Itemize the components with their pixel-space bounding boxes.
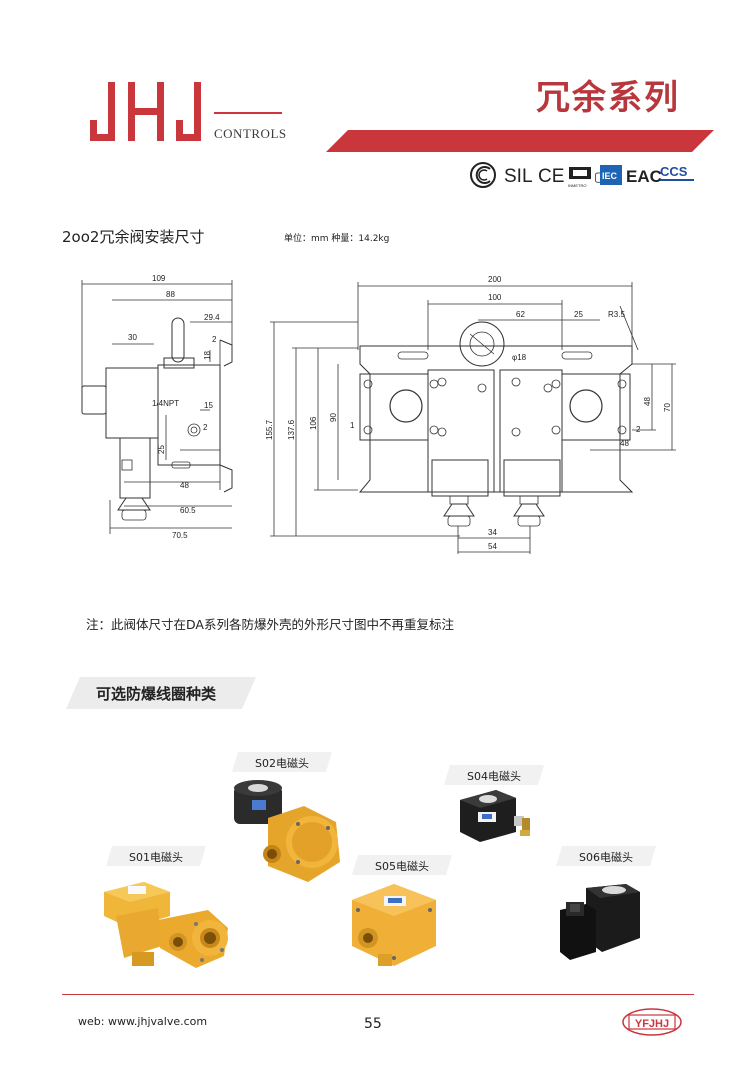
label-s06: S06电磁头 (556, 846, 656, 866)
svg-text:62: 62 (516, 310, 525, 319)
brand-subtitle: CONTROLS (214, 126, 287, 141)
svg-text:IEC: IEC (602, 171, 618, 181)
ce-mark: CE (538, 166, 564, 187)
svg-text:48: 48 (180, 481, 189, 490)
header-red-band (326, 130, 714, 152)
inmetro-mark-icon: INMETRO (568, 167, 591, 188)
s05-coil-image (352, 884, 436, 966)
coil-types-title: 可选防爆线圈种类 (96, 685, 217, 703)
yfjhj-mark: YFJHJ (622, 1008, 682, 1036)
svg-text:137.6: 137.6 (287, 419, 296, 440)
svg-text:18: 18 (203, 351, 212, 360)
s04-coil-image (460, 790, 530, 842)
svg-text:1/4NPT: 1/4NPT (152, 399, 179, 408)
svg-text:1: 1 (350, 421, 355, 430)
footer-divider (62, 994, 694, 995)
svg-text:34: 34 (488, 528, 497, 537)
svg-text:60.5: 60.5 (180, 506, 196, 515)
svg-text:70.5: 70.5 (172, 531, 188, 540)
s02-coil-image (234, 780, 340, 882)
series-title: 冗余系列 (536, 78, 680, 118)
s06-coil-image (560, 884, 640, 960)
s01-coil-image (104, 882, 228, 968)
svg-text:φ18: φ18 (512, 353, 527, 362)
website-text[interactable]: web: www.jhjvalve.com (78, 1015, 208, 1028)
page-number: 55 (364, 1016, 382, 1032)
label-s05: S05电磁头 (352, 855, 452, 875)
svg-text:200: 200 (488, 275, 502, 284)
svg-text:YFJHJ: YFJHJ (635, 1018, 669, 1030)
svg-text:2: 2 (636, 425, 641, 434)
svg-text:R3.5: R3.5 (608, 310, 625, 319)
svg-text:106: 106 (309, 416, 318, 430)
svg-text:48: 48 (620, 439, 629, 448)
section-banner (66, 677, 256, 709)
svg-text:88: 88 (166, 290, 175, 299)
label-s01: S01电磁头 (106, 846, 206, 866)
svg-text:25: 25 (574, 310, 583, 319)
svg-text:15: 15 (204, 401, 213, 410)
ccs-mark: CCS (660, 164, 688, 179)
iec-mark (600, 165, 622, 185)
svg-text:48: 48 (643, 397, 652, 406)
svg-text:2: 2 (203, 423, 208, 432)
label-s04: S04电磁头 (444, 765, 544, 785)
ccc-mark-icon (470, 162, 496, 188)
units-weight: 单位：mm 种量：14.2kg (284, 234, 390, 244)
svg-text:29.4: 29.4 (204, 313, 220, 322)
installation-dimension-drawing: 109 88 29.4 30 2 18 1/4NPT 15 2 25 48 60… (81, 274, 676, 554)
label-s02: S02电磁头 (232, 752, 332, 772)
svg-text:109: 109 (152, 274, 166, 283)
certification-logos: SIL CE INMETRO ▢ IEC EAC CCS (470, 162, 694, 188)
svg-text:25: 25 (157, 445, 166, 454)
svg-text:INMETRO: INMETRO (568, 183, 586, 188)
front-view (270, 282, 676, 554)
svg-text:100: 100 (488, 293, 502, 302)
note-text: 注：此阀体尺寸在DA系列各防爆外壳的外形尺寸图中不再重复标注 (86, 617, 454, 632)
svg-text:155.7: 155.7 (265, 419, 274, 440)
svg-text:90: 90 (329, 413, 338, 422)
svg-text:30: 30 (128, 333, 137, 342)
side-view (81, 280, 233, 534)
svg-text:2: 2 (212, 335, 217, 344)
sil-mark: SIL (504, 166, 533, 187)
svg-text:70: 70 (663, 403, 672, 412)
logo-divider (214, 112, 282, 114)
svg-text:54: 54 (488, 542, 497, 551)
dimensions-title: 2oo2冗余阀安装尺寸 (62, 228, 205, 246)
eac-mark: EAC (626, 167, 662, 186)
jhj-logo (90, 82, 201, 141)
